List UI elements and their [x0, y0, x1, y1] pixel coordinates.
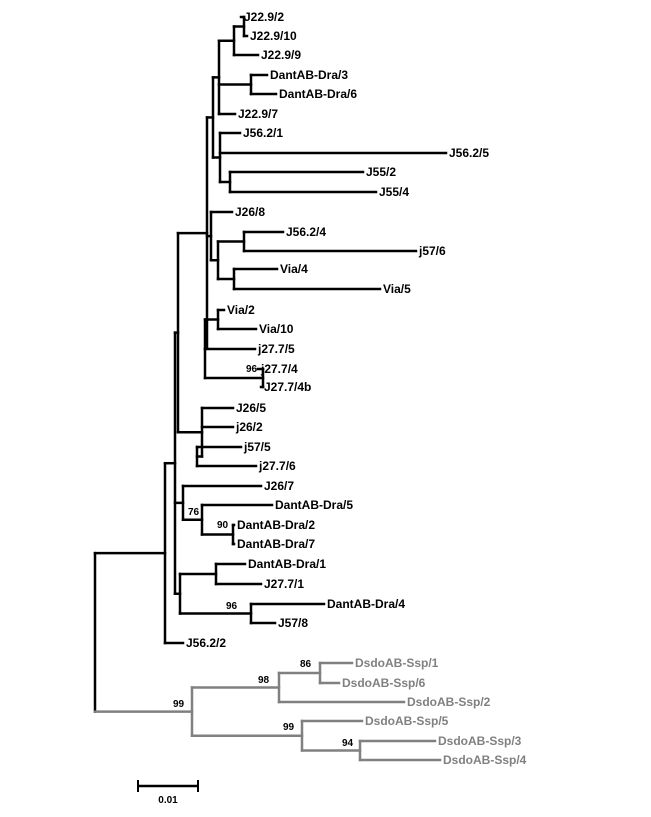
- taxon-label: DsdoAB-Ssp/3: [438, 734, 522, 748]
- taxon-label: DsdoAB-Ssp/1: [355, 656, 439, 670]
- bootstrap-value: 99: [283, 722, 295, 733]
- taxon-label: DantAB-Dra/5: [275, 498, 353, 512]
- taxon-label: j26/2: [235, 420, 263, 434]
- taxon-label: J22.9/7: [238, 107, 278, 121]
- taxon-labels: J22.9/2J22.9/10J22.9/9DantAB-Dra/3DantAB…: [186, 10, 527, 767]
- bootstrap-value: 98: [258, 675, 270, 686]
- bootstrap-value: 86: [300, 659, 312, 670]
- taxon-label: j27.7/5: [257, 342, 295, 356]
- bootstrap-value: 96: [246, 364, 258, 375]
- taxon-label: DantAB-Dra/4: [327, 597, 405, 611]
- main-clade-branches: [93, 15, 448, 713]
- taxon-label: J22.9/10: [250, 29, 297, 43]
- taxon-label: J57/8: [278, 616, 308, 630]
- taxon-label: J56.2/4: [286, 225, 326, 239]
- taxon-label: J22.9/2: [244, 10, 284, 24]
- taxon-label: J56.2/2: [186, 636, 226, 650]
- taxon-label: DsdoAB-Ssp/6: [342, 676, 426, 690]
- taxon-label: DantAB-Dra/3: [270, 68, 348, 82]
- bootstrap-values: 96 90 76 96 86 98 94 99 99: [173, 364, 354, 749]
- bootstrap-value: 96: [226, 601, 238, 612]
- taxon-label: Via/4: [280, 262, 308, 276]
- taxon-label: J26/8: [235, 205, 265, 219]
- taxon-label: Via/5: [383, 282, 411, 296]
- taxon-label: DantAB-Dra/7: [237, 537, 315, 551]
- bootstrap-value: 94: [342, 738, 354, 749]
- taxon-label: J26/7: [264, 479, 294, 493]
- outgroup-clade-branches: [93, 661, 442, 762]
- taxon-label: J27.7/1: [264, 577, 304, 591]
- taxon-label: J55/4: [379, 185, 409, 199]
- taxon-label: J55/2: [366, 165, 396, 179]
- taxon-label: DsdoAB-Ssp/4: [443, 753, 527, 767]
- taxon-label: Via/2: [227, 303, 255, 317]
- scale-bar: 0.01: [137, 780, 199, 806]
- taxon-label: j57/6: [418, 244, 446, 258]
- taxon-label: j27.7/6: [258, 459, 296, 473]
- taxon-label: J22.9/9: [261, 48, 301, 62]
- scale-bar-label: 0.01: [158, 795, 178, 806]
- bootstrap-value: 99: [173, 699, 185, 710]
- taxon-label: j27.7/4: [260, 362, 298, 376]
- taxon-label: DantAB-Dra/1: [248, 557, 326, 571]
- bootstrap-value: 90: [217, 520, 229, 531]
- taxon-label: J26/5: [236, 401, 266, 415]
- taxon-label: DsdoAB-Ssp/5: [365, 714, 449, 728]
- taxon-label: J56.2/1: [243, 126, 283, 140]
- taxon-label: DsdoAB-Ssp/2: [407, 695, 491, 709]
- taxon-label: j57/5: [243, 440, 271, 454]
- taxon-label: DantAB-Dra/2: [237, 518, 315, 532]
- taxon-label: J27.7/4b: [264, 380, 311, 394]
- bootstrap-value: 76: [188, 507, 200, 518]
- taxon-label: J56.2/5: [449, 146, 489, 160]
- taxon-label: Via/10: [259, 322, 294, 336]
- taxon-label: DantAB-Dra/6: [279, 87, 357, 101]
